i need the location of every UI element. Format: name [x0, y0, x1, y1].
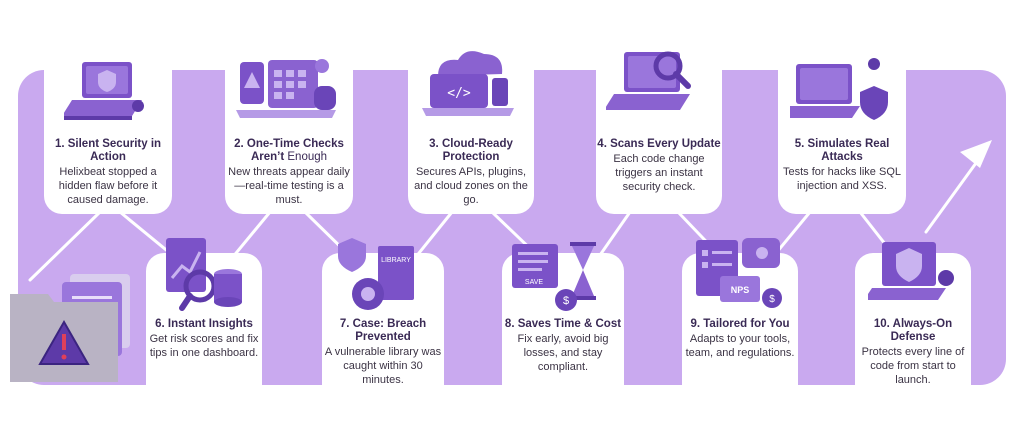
nps-label: NPS: [731, 285, 750, 295]
step-description: A vulnerable library was caught within 3…: [324, 346, 442, 386]
connector-8-4: [596, 210, 632, 260]
arrow-shaft: [924, 150, 986, 234]
arrow-head-icon: [960, 140, 992, 168]
step-title: Saves Time & Cost: [517, 318, 622, 330]
step-card-7: 7. Case: Breach Prevented A vulnerable l…: [322, 318, 444, 387]
folder-alert-icon: [10, 274, 130, 382]
step-number: 8.: [504, 318, 515, 330]
step-card-10: 10. Always-On Defense Protects every lin…: [855, 318, 971, 387]
calendar-alert-icon: [236, 59, 336, 118]
step-title: Always-On Defense: [890, 318, 953, 343]
step-description: Helixbeat stopped a hidden flaw before i…: [58, 166, 158, 206]
step-title: Cloud-Ready Protection: [441, 138, 513, 163]
step-title: Silent Security in Action: [67, 138, 162, 163]
step-title: Simulates Real Attacks: [807, 138, 890, 163]
laptop-magnifier-icon: [606, 51, 691, 110]
step-number: 7.: [339, 318, 350, 330]
step-title: Instant Insights: [167, 318, 253, 330]
connector-7-3: [413, 210, 454, 260]
save-label: SAVE: [525, 279, 543, 286]
step-description: Adapts to your tools, team, and regulati…: [685, 333, 795, 359]
step-description: Tests for hacks like SQL injection and X…: [783, 166, 901, 192]
step-card-1: 1. Silent Security in Action Helixbeat s…: [44, 138, 172, 207]
hourglass-coins-icon: SAVE $: [512, 242, 596, 311]
chart-database-icon: [166, 238, 242, 311]
step-card-5: 5. Simulates Real Attacks Tests for hack…: [778, 138, 906, 193]
step-card-2: 2. One-Time Checks Aren’t Enough New thr…: [225, 138, 353, 207]
step-card-4: 4. Scans Every Update Each code change t…: [596, 138, 722, 194]
step-title: Case: Breach Prevented: [352, 318, 427, 343]
step-number: 6.: [155, 318, 165, 330]
clipboard-nps-icon: NPS $: [696, 238, 782, 308]
step-title: Tailored for You: [703, 318, 790, 330]
step-description: Fix early, avoid big losses, and stay co…: [517, 333, 609, 373]
svg-text:$: $: [563, 295, 569, 307]
step-number: 2.: [234, 138, 244, 150]
step-number: 9.: [690, 318, 701, 330]
step-card-3: 3. Cloud-Ready Protection Secures APIs, …: [408, 138, 534, 207]
library-shield-icon: LIBRARY: [338, 238, 414, 310]
step-title-rest: Enough: [284, 151, 328, 163]
step-card-6: 6. Instant Insights Get risk scores and …: [146, 318, 262, 360]
svg-text:</>: </>: [447, 86, 471, 101]
svg-text:$: $: [769, 294, 775, 305]
step-card-9: 9. Tailored for You Adapts to your tools…: [682, 318, 798, 360]
step-number: 1.: [54, 138, 65, 150]
laptop-shield-icon: [790, 58, 888, 120]
laptop-shield-bug-icon: [64, 62, 144, 120]
step-number: 3.: [429, 138, 439, 150]
step-description: Protects every line of code from start t…: [861, 346, 965, 386]
laptop-shield-check-icon: [868, 242, 954, 300]
step-card-8: 8. Saves Time & Cost Fix early, avoid bi…: [502, 318, 624, 374]
library-label: LIBRARY: [381, 257, 411, 264]
step-description: New threats appear daily—real-time testi…: [228, 166, 350, 206]
step-number: 5.: [794, 138, 805, 150]
step-title: One-Time Checks Aren’t: [246, 138, 344, 163]
step-description: Secures APIs, plugins, and cloud zones o…: [414, 166, 528, 206]
step-title: Scans Every Update: [610, 138, 721, 150]
step-description: Get risk scores and fix tips in one dash…: [149, 333, 259, 359]
step-number: 10.: [873, 318, 890, 330]
cloud-code-icon: </>: [422, 51, 514, 116]
step-number: 4.: [597, 138, 607, 150]
step-description: Each code change triggers an instant sec…: [613, 153, 705, 193]
connector-start: [28, 210, 102, 282]
connector-6-2: [230, 210, 272, 260]
